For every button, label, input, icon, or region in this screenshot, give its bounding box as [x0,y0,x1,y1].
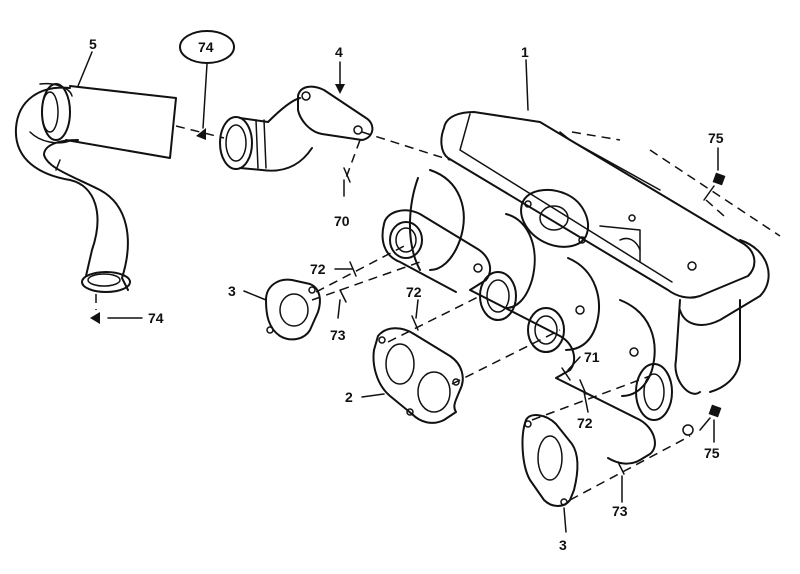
callout-73-upper: 73 [330,327,346,343]
callout-70: 70 [334,213,350,229]
hose-part-5 [14,82,177,293]
callout-72-mid: 72 [406,284,422,300]
exhaust-manifold-part-1 [409,111,770,397]
callout-2: 2 [345,389,353,405]
callout-5: 5 [89,36,97,52]
stud-part-75-bottom [699,404,722,431]
leader-lines [77,51,719,533]
manifold-port-flange [381,209,694,465]
callout-74-lower: 74 [148,310,164,326]
callout-3-bottom: 3 [559,537,567,553]
callout-1: 1 [521,44,529,60]
callout-labels: 5 74 4 1 75 70 72 3 73 72 2 74 71 72 75 … [89,36,724,553]
gasket-part-2-double [372,327,464,424]
gasket-part-3-left [265,278,321,341]
callout-circle [179,30,235,64]
callout-72-lower: 72 [577,415,593,431]
stud-part-75-top [703,172,726,201]
elbow-part-4 [219,85,374,172]
callout-73-lower: 73 [612,503,628,519]
gasket-part-3-bottom [521,414,579,507]
callout-3-left: 3 [228,283,236,299]
callout-75-top: 75 [708,130,724,146]
callout-75-bottom: 75 [704,445,720,461]
callout-4: 4 [335,44,343,60]
callout-72-upper: 72 [310,261,326,277]
callout-71: 71 [584,349,600,365]
assembly-lines [95,125,781,501]
callout-74-circled: 74 [198,39,214,55]
